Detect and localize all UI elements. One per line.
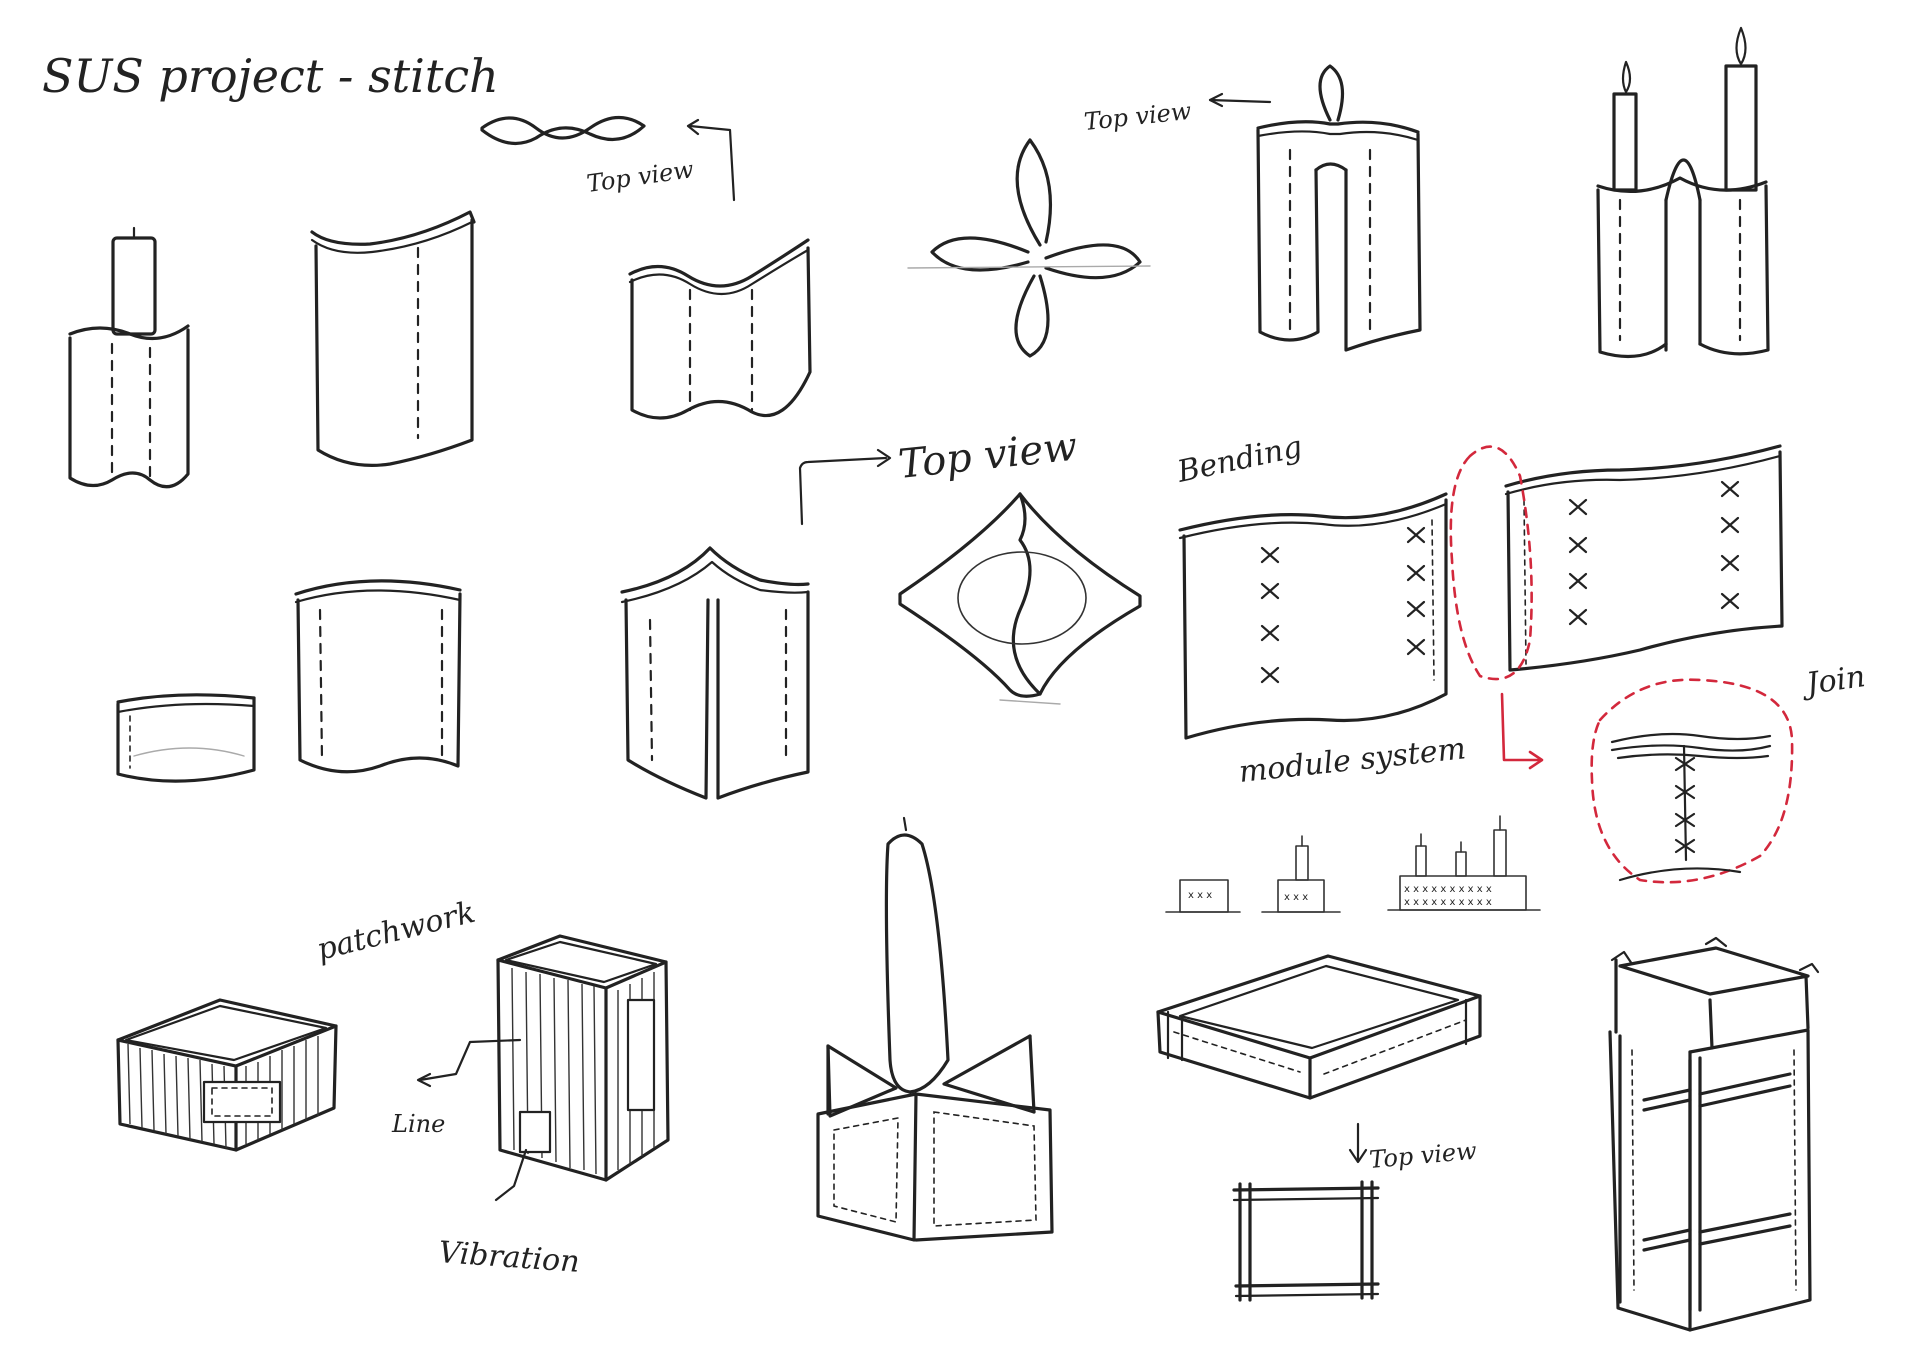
sketch-curved-sheet bbox=[310, 210, 476, 467]
sketch-double-candle-holder bbox=[1596, 26, 1770, 359]
label-top-view-4: Top view bbox=[1368, 1137, 1478, 1174]
bending-stitch-marks-left bbox=[1260, 526, 1426, 684]
svg-text:x x x: x x x bbox=[1284, 892, 1308, 903]
sketch-bending-panels bbox=[1178, 444, 1784, 770]
label-top-view-1: Top view bbox=[585, 155, 696, 198]
svg-text:x x x x x x x x x x: x x x x x x x x x x bbox=[1404, 897, 1492, 908]
svg-text:x x x: x x x bbox=[1188, 890, 1212, 901]
label-patchwork: patchwork bbox=[313, 895, 478, 968]
label-bending: Bending bbox=[1173, 429, 1305, 490]
sketch-cross-holder bbox=[1208, 64, 1422, 352]
sketch-cusp-top-view bbox=[898, 492, 1142, 705]
sketch-cusp-column bbox=[620, 448, 892, 800]
label-line: Line bbox=[391, 1110, 445, 1138]
svg-text:x x x x x x x x x x: x x x x x x x x x x bbox=[1404, 884, 1492, 895]
sheet-title: SUS project - stitch bbox=[42, 49, 499, 103]
label-module-system: module system bbox=[1237, 731, 1467, 790]
sketch-tray-top-view bbox=[1232, 1122, 1380, 1302]
sketch-quatrefoil-top-view bbox=[907, 138, 1151, 358]
sketch-candle-wavy-holder bbox=[68, 226, 190, 489]
bending-stitch-marks-right bbox=[1568, 480, 1740, 626]
sketch-patchwork-tall-box bbox=[416, 934, 670, 1202]
sketch-patchwork-box bbox=[116, 998, 338, 1152]
label-join: Join bbox=[1798, 659, 1867, 703]
sketch-tall-ring bbox=[294, 579, 462, 774]
sketch-shelf-cabinet bbox=[1608, 936, 1820, 1332]
label-top-view-3: Top view bbox=[896, 423, 1079, 487]
sketch-cross-fin-candle bbox=[816, 816, 1054, 1242]
label-top-view-2: Top view bbox=[1083, 97, 1193, 136]
sketch-open-tray bbox=[1156, 954, 1482, 1100]
sketch-short-ring bbox=[116, 693, 256, 783]
label-vibration: Vibration bbox=[437, 1235, 580, 1280]
sketch-triple-wave-holder bbox=[480, 115, 812, 420]
sketch-join-detail bbox=[1590, 678, 1794, 884]
sketch-module-system: x x x x x x x x x x x x x x x x x x x x … bbox=[1165, 815, 1541, 913]
